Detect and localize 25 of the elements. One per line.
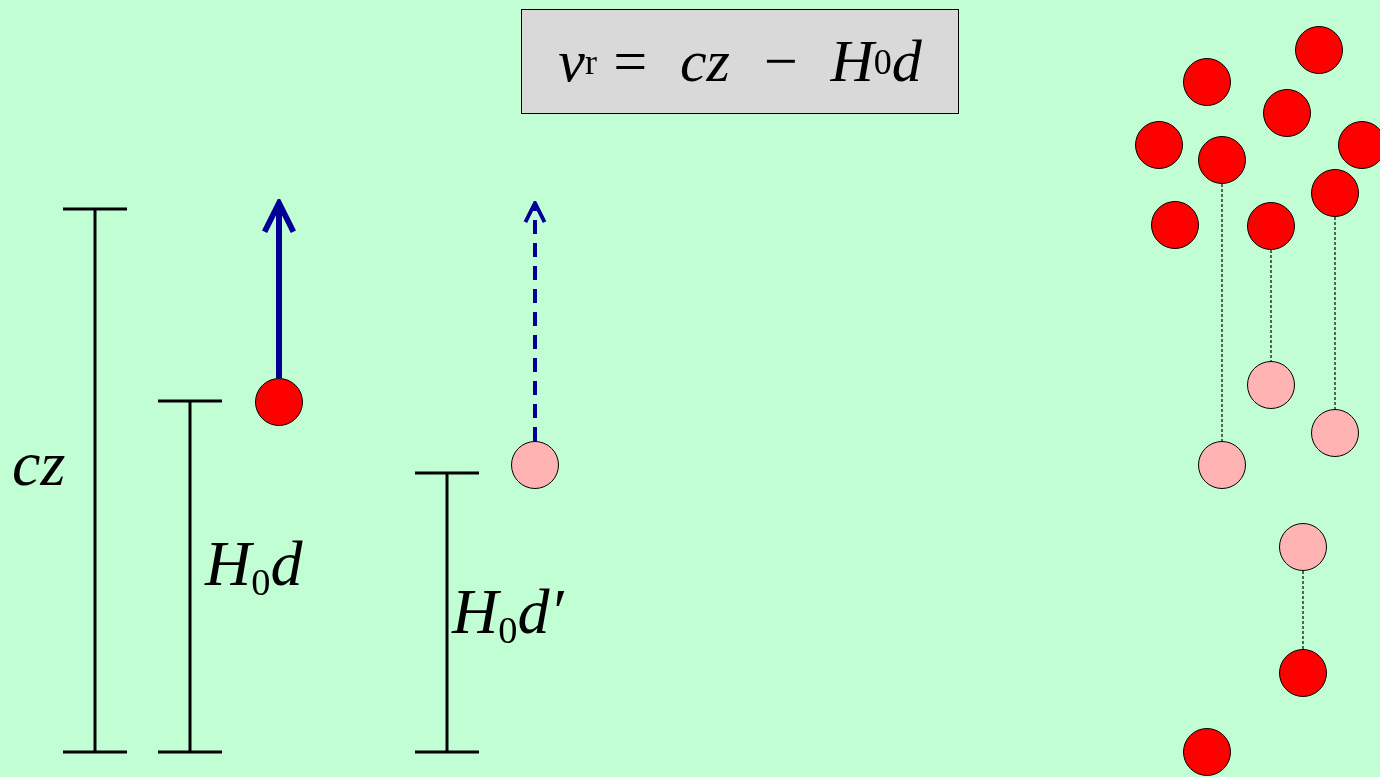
dimension-label: H$_{0}$d′ [452, 580, 564, 649]
dimension-label: H$_{0}$d [205, 532, 303, 601]
arrow [523, 201, 547, 441]
dot [1198, 136, 1246, 184]
dot [1247, 202, 1295, 250]
dotted-line [1302, 570, 1304, 650]
dot [1295, 26, 1343, 74]
dot [511, 441, 559, 489]
dot [1247, 361, 1295, 409]
dot [1183, 58, 1231, 106]
dot [1151, 201, 1199, 249]
dot [1311, 169, 1359, 217]
dot [1263, 89, 1311, 137]
dot [1338, 121, 1380, 169]
dot [1279, 649, 1327, 697]
dotted-line [1221, 183, 1223, 442]
arrow [261, 200, 297, 378]
dotted-line [1334, 216, 1336, 410]
dot [1198, 441, 1246, 489]
dot [255, 378, 303, 426]
dot [1135, 121, 1183, 169]
dot [1183, 728, 1231, 776]
dot [1311, 409, 1359, 457]
dimension-label: cz [12, 432, 66, 496]
dot [1279, 523, 1327, 571]
